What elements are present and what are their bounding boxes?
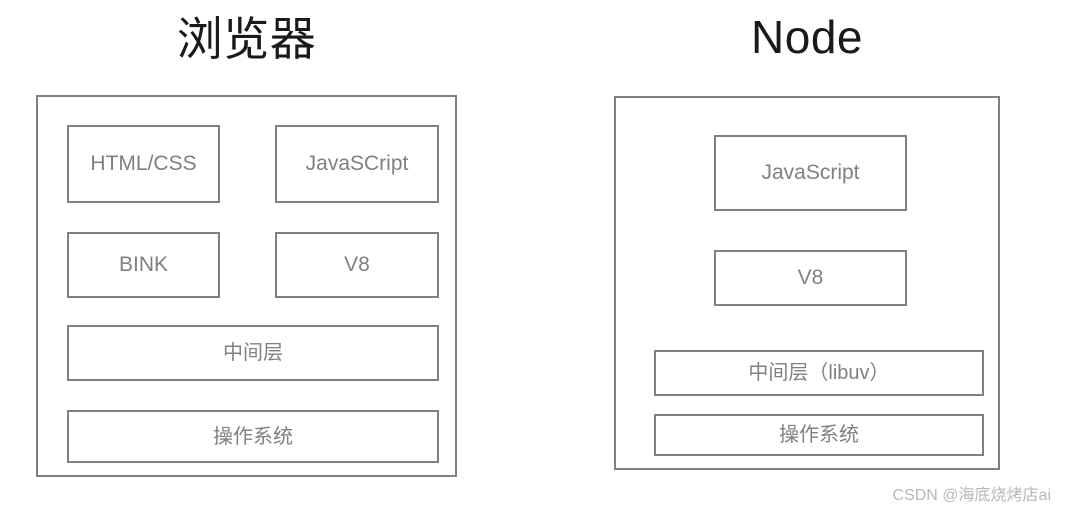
browser-cell-html-css: HTML/CSS (67, 125, 220, 203)
browser-cell-middle-layer: 中间层 (67, 325, 439, 381)
browser-cell-bink: BINK (67, 232, 220, 298)
csdn-watermark: CSDN @海底烧烤店ai (892, 487, 1051, 504)
node-panel-title: Node (751, 11, 863, 63)
browser-cell-operating-system: 操作系统 (67, 410, 439, 463)
node-cell-v8: V8 (714, 250, 907, 306)
browser-cell-javascript: JavaSCript (275, 125, 439, 203)
browser-panel-title: 浏览器 (176, 13, 317, 65)
node-cell-javascript: JavaScript (714, 135, 907, 211)
node-cell-operating-system: 操作系统 (654, 414, 984, 456)
node-cell-middle-layer-libuv: 中间层（libuv） (654, 350, 984, 396)
node-panel-container: JavaScript V8 中间层（libuv） 操作系统 (614, 96, 1000, 470)
browser-panel-container: HTML/CSS JavaSCript BINK V8 中间层 操作系统 (36, 95, 457, 477)
browser-cell-v8: V8 (275, 232, 439, 298)
